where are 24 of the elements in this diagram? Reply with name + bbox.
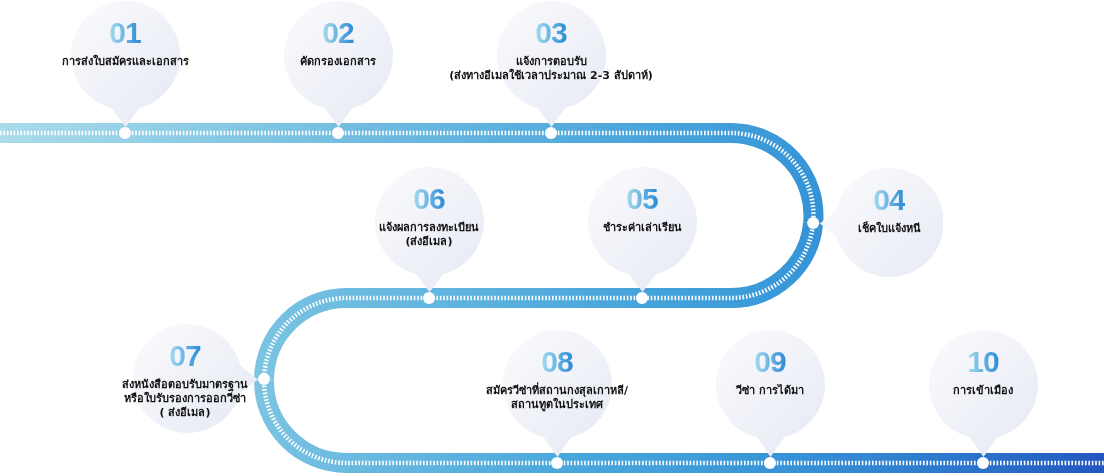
step-label: ( ส่งอีเมล) <box>159 406 211 420</box>
step-label: คัดกรองเอกสาร <box>300 55 376 69</box>
timeline-segment <box>770 453 983 473</box>
step-label: แจ้งการตอบรับ <box>515 55 587 68</box>
step-label: ส่งหนังสือตอบรับมาตรฐาน หรือใบรับรองการออกวีซ่า <box>121 378 249 406</box>
step-label: ชำระค่าเล่าเรียน <box>602 221 682 235</box>
timeline-segment <box>0 123 125 143</box>
step-label: (ส่งทางอีเมลใช้เวลาประมาณ 2-3 สัปดาห์) <box>449 69 653 83</box>
timeline-segment <box>429 288 642 308</box>
timeline-segment <box>551 123 824 224</box>
timeline-segment <box>125 123 338 143</box>
timeline-segment <box>983 453 1104 473</box>
step-label: (ส่งอีเมล) <box>405 235 453 249</box>
timeline-segment <box>557 453 770 473</box>
step-label: วีซ่า การได้มา <box>736 384 804 398</box>
step-label: แจ้งผลการลงทะเบียน <box>379 221 479 235</box>
step-label: การส่งใบสมัครและเอกสาร <box>61 55 189 69</box>
step-label: เช็คใบแจ้งหนี <box>857 222 921 236</box>
step-label: การเข้าเมือง <box>953 384 1013 398</box>
timeline-segment <box>254 378 557 473</box>
timeline-segment <box>254 288 429 380</box>
timeline-segment <box>642 221 824 308</box>
timeline-segment <box>338 123 551 143</box>
step-label: สมัครวีซ่าที่สถานกงสุลเกาหลี/ สถานทูตในประเทศ <box>485 384 629 412</box>
